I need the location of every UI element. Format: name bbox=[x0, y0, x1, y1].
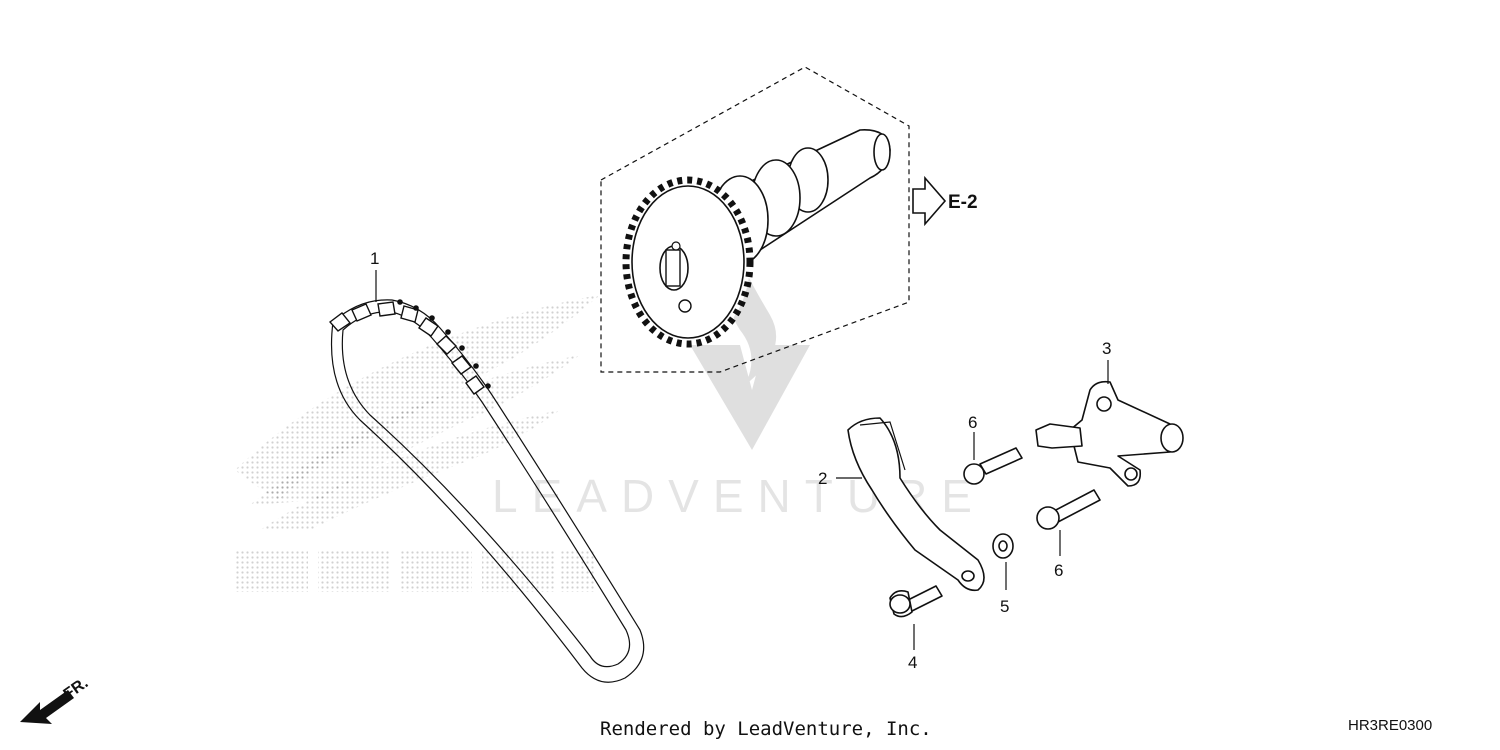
reference-arrow-icon bbox=[912, 175, 947, 227]
honda-wing-watermark bbox=[235, 295, 600, 530]
camshaft-assembly bbox=[622, 129, 891, 348]
cam-chain bbox=[328, 299, 645, 683]
bolt-lower bbox=[1036, 489, 1101, 530]
bolt-upper bbox=[963, 447, 1023, 485]
diagram-code: HR3RE0300 bbox=[1348, 717, 1433, 734]
reference-label: E-2 bbox=[948, 192, 978, 213]
callout-4: 4 bbox=[908, 653, 917, 672]
front-direction-arrow-icon bbox=[20, 690, 74, 724]
callout-5: 5 bbox=[1000, 597, 1009, 616]
flange-bolt bbox=[889, 585, 943, 618]
render-credit: Rendered by LeadVenture, Inc. bbox=[600, 718, 932, 740]
washer bbox=[992, 533, 1014, 559]
honda-text-watermark bbox=[236, 550, 596, 592]
tensioner-slider bbox=[847, 417, 985, 592]
callout-3: 3 bbox=[1102, 339, 1111, 358]
callout-6b: 6 bbox=[1054, 561, 1063, 580]
camshaft-assembly-boundary bbox=[600, 66, 910, 373]
callout-6a: 6 bbox=[968, 413, 977, 432]
tensioner-lifter bbox=[1035, 380, 1184, 487]
callout-2: 2 bbox=[818, 469, 827, 488]
callout-1: 1 bbox=[370, 249, 379, 268]
cam-sprocket bbox=[622, 176, 754, 348]
